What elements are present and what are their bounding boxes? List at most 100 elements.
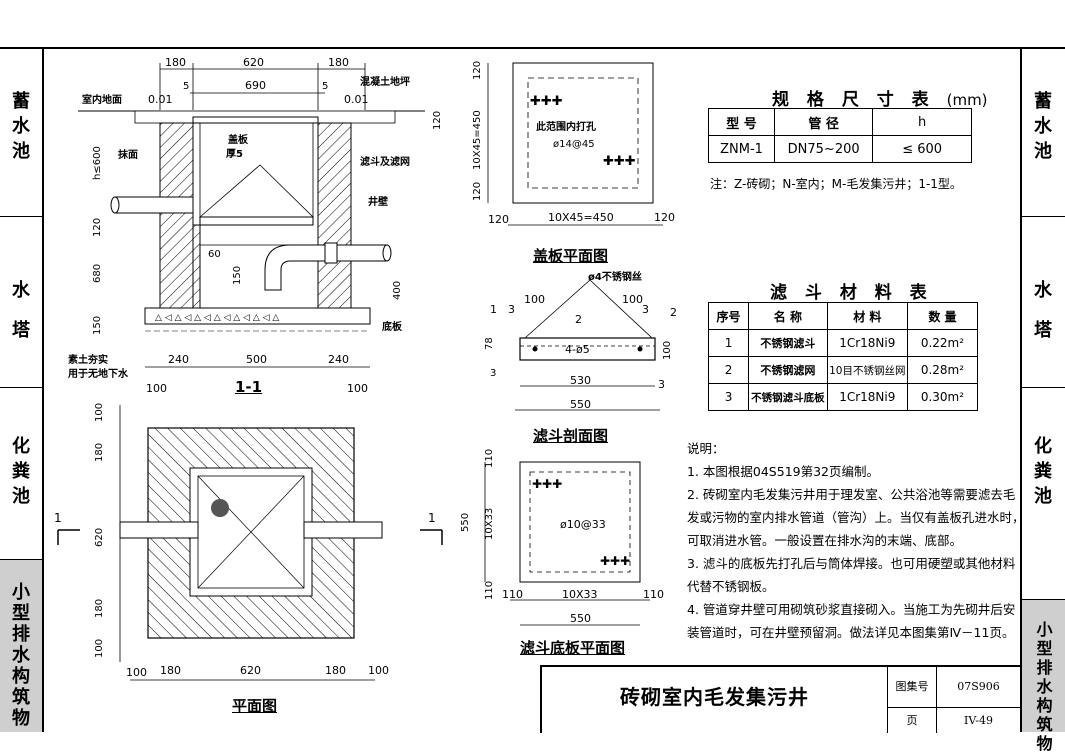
cover-dim-left-120-top: 120: [472, 61, 483, 80]
filter-label-3-left: 3: [508, 303, 515, 316]
cut-mark-left: 1: [54, 511, 62, 525]
plan-dim-bottom-100-left: 100: [126, 666, 147, 679]
plate-dim-left-10x33: 10X33: [484, 508, 495, 540]
label-60: 60: [208, 249, 221, 260]
table-cell: 不锈钢滤斗: [748, 329, 828, 357]
filter-label-wire: ø4不锈钢丝: [588, 270, 642, 283]
filter-section-title: 滤斗剖面图: [533, 427, 609, 445]
label-base-slab: 底板: [382, 320, 403, 333]
dim-bottom-240-left: 240: [168, 353, 189, 366]
table-row: 1 不锈钢滤斗 1Cr18Ni9 0.22m²: [707, 329, 979, 357]
plate-dim-bottom-10x33: 10X33: [562, 588, 598, 601]
tab-divider: [0, 559, 42, 560]
label-150: 150: [232, 266, 243, 285]
table-header-cell: 材 料: [826, 302, 908, 330]
dim-bottom-100-left: 100: [146, 382, 167, 395]
section-1-1-drawing: 180 620 180 690 5 5 室内地面 0.01 0.01 混凝土地坪…: [67, 56, 440, 395]
plate-dim-left-110-bottom: 110: [484, 581, 495, 600]
filter-dim-530: 530: [570, 374, 591, 387]
dim-top-690: 690: [245, 79, 266, 92]
cover-title: 盖板平面图: [533, 247, 609, 265]
side-tab-label: 小型排水构筑物: [1036, 620, 1053, 753]
page-number: IV-49: [964, 714, 993, 727]
plate-hole-pattern-br: ✚✚✚: [600, 554, 630, 568]
dim-top-620: 620: [243, 56, 264, 69]
side-tab-reservoir[interactable]: 蓄水池: [0, 89, 42, 164]
table-row: ZNM-1 DN75~200 ≤ 600: [707, 135, 972, 163]
side-tab-septic-tank[interactable]: 化粪池: [0, 434, 42, 509]
table-cell: 1Cr18Ni9: [826, 383, 908, 411]
tab-divider: [0, 216, 42, 217]
table-cell: 1: [707, 329, 750, 357]
side-tab-water-tower[interactable]: 水塔: [0, 271, 42, 351]
cover-label-holes: ø14@45: [553, 139, 595, 150]
label-cover: 盖板: [228, 133, 249, 146]
filter-label-2-mid: 2: [575, 313, 582, 326]
cover-plan-drawing: ✚✚✚ ✚✚✚ 此范围内打孔 ø14@45 120 10X45=450 120 …: [472, 61, 675, 226]
plan-dim-bottom-100-right: 100: [368, 664, 389, 677]
tab-divider: [1022, 216, 1065, 217]
label-level-left: 0.01: [148, 93, 173, 106]
notes-line: 装管道时，可在井壁预留洞。做法详见本图集第Ⅳ－11页。: [687, 625, 1015, 640]
table-cell: 1Cr18Ni9: [826, 329, 908, 357]
table-row: 2 不锈钢滤网 10目不锈钢丝网 0.28m²: [707, 356, 979, 384]
plan-dim-left-180-bottom: 180: [94, 599, 105, 618]
side-tab-septic-tank[interactable]: 化粪池: [1022, 434, 1064, 509]
tab-divider: [1022, 599, 1065, 600]
filter-section-drawing: ø4不锈钢丝 1 3 100 100 3 2 2 78 3 4-ø5 100 5…: [484, 270, 677, 411]
label-120: 120: [92, 218, 103, 237]
label-cover-thickness: 厚5: [226, 148, 243, 160]
notes-line: 1. 本图根据04S519第32页编制。: [687, 464, 880, 479]
notes-line: 2. 砖砌室内毛发集污井用于理发室、公共浴池等需要滤去毛: [687, 487, 1016, 502]
plan-dim-left-620: 620: [94, 528, 105, 547]
side-tab-reservoir[interactable]: 蓄水池: [1022, 89, 1064, 164]
left-side-strip: 蓄水池 水塔 化粪池 小型排水构筑物: [0, 49, 44, 732]
filter-label-3-side: 3: [490, 368, 496, 379]
plate-dim-bottom-110-left: 110: [502, 588, 523, 601]
side-tab-small-drainage[interactable]: 小型排水构筑物: [0, 560, 42, 732]
cover-dim-bottom-450: 10X45=450: [548, 211, 614, 224]
table-cell: 0.22m²: [906, 329, 979, 357]
cover-dim-bottom-120-right: 120: [654, 211, 675, 224]
notes-line: 4. 管道穿井壁可用砌筑砂浆直接砌入。当施工为先砌井后安: [687, 602, 1016, 617]
spec-table-unit: (mm): [946, 91, 988, 109]
table-header-cell: h: [872, 108, 972, 136]
filter-dim-550: 550: [570, 398, 591, 411]
label-filter: 滤斗及滤网: [360, 155, 410, 168]
plate-hole-pattern-tl: ✚✚✚: [532, 477, 562, 491]
plan-dim-bottom-180-right: 180: [325, 664, 346, 677]
table-header-cell: 型 号: [707, 108, 776, 136]
atlas-label: 图集号: [888, 667, 937, 708]
plan-title: 平面图: [232, 697, 278, 715]
table-cell: 10目不锈钢丝网: [826, 356, 908, 384]
cut-mark-right: 1: [428, 511, 436, 525]
tab-divider: [1022, 387, 1065, 388]
dim-bottom-500: 500: [246, 353, 267, 366]
plate-dim-left-110-top: 110: [484, 449, 495, 468]
table-cell: 0.28m²: [906, 356, 979, 384]
label-no-groundwater: 用于无地下水: [67, 367, 129, 380]
label-120-right: 120: [432, 111, 440, 130]
plate-dim-left-550: 550: [460, 513, 471, 532]
table-cell: 不锈钢滤网: [748, 356, 828, 384]
label-680: 680: [92, 264, 103, 283]
label-compacted-soil: 素土夯实: [68, 353, 108, 366]
side-tab-small-drainage[interactable]: 小型排水构筑物: [1022, 600, 1065, 753]
notes-line: 3. 滤斗的底板先打孔后与筒体焊接。也可用硬塑或其他材料: [687, 556, 1016, 571]
notes-block: 说明： 1. 本图根据04S519第32页编制。 2. 砖砌室内毛发集污井用于理…: [687, 437, 1025, 644]
tab-divider: [0, 387, 42, 388]
side-tab-water-tower[interactable]: 水塔: [1022, 271, 1064, 351]
side-tab-label: 蓄水池: [12, 91, 30, 162]
table-header-cell: 序号: [707, 302, 750, 330]
spec-table: 型 号 管 径 h ZNM-1 DN75~200 ≤ 600: [707, 108, 972, 163]
table-header-cell: 数 量: [906, 302, 979, 330]
label-400: 400: [392, 281, 403, 300]
cover-hole-pattern-br: ✚✚✚: [603, 154, 636, 169]
plate-dim-bottom-110-right: 110: [643, 588, 664, 601]
table-cell: ≤ 600: [872, 135, 972, 163]
atlas-number: 07S906: [937, 667, 1020, 708]
side-tab-label: 化粪池: [1034, 436, 1052, 507]
page-label: 页: [888, 708, 937, 733]
label-150-left: 150: [92, 316, 103, 335]
side-tab-label: 小型排水构筑物: [12, 582, 30, 729]
